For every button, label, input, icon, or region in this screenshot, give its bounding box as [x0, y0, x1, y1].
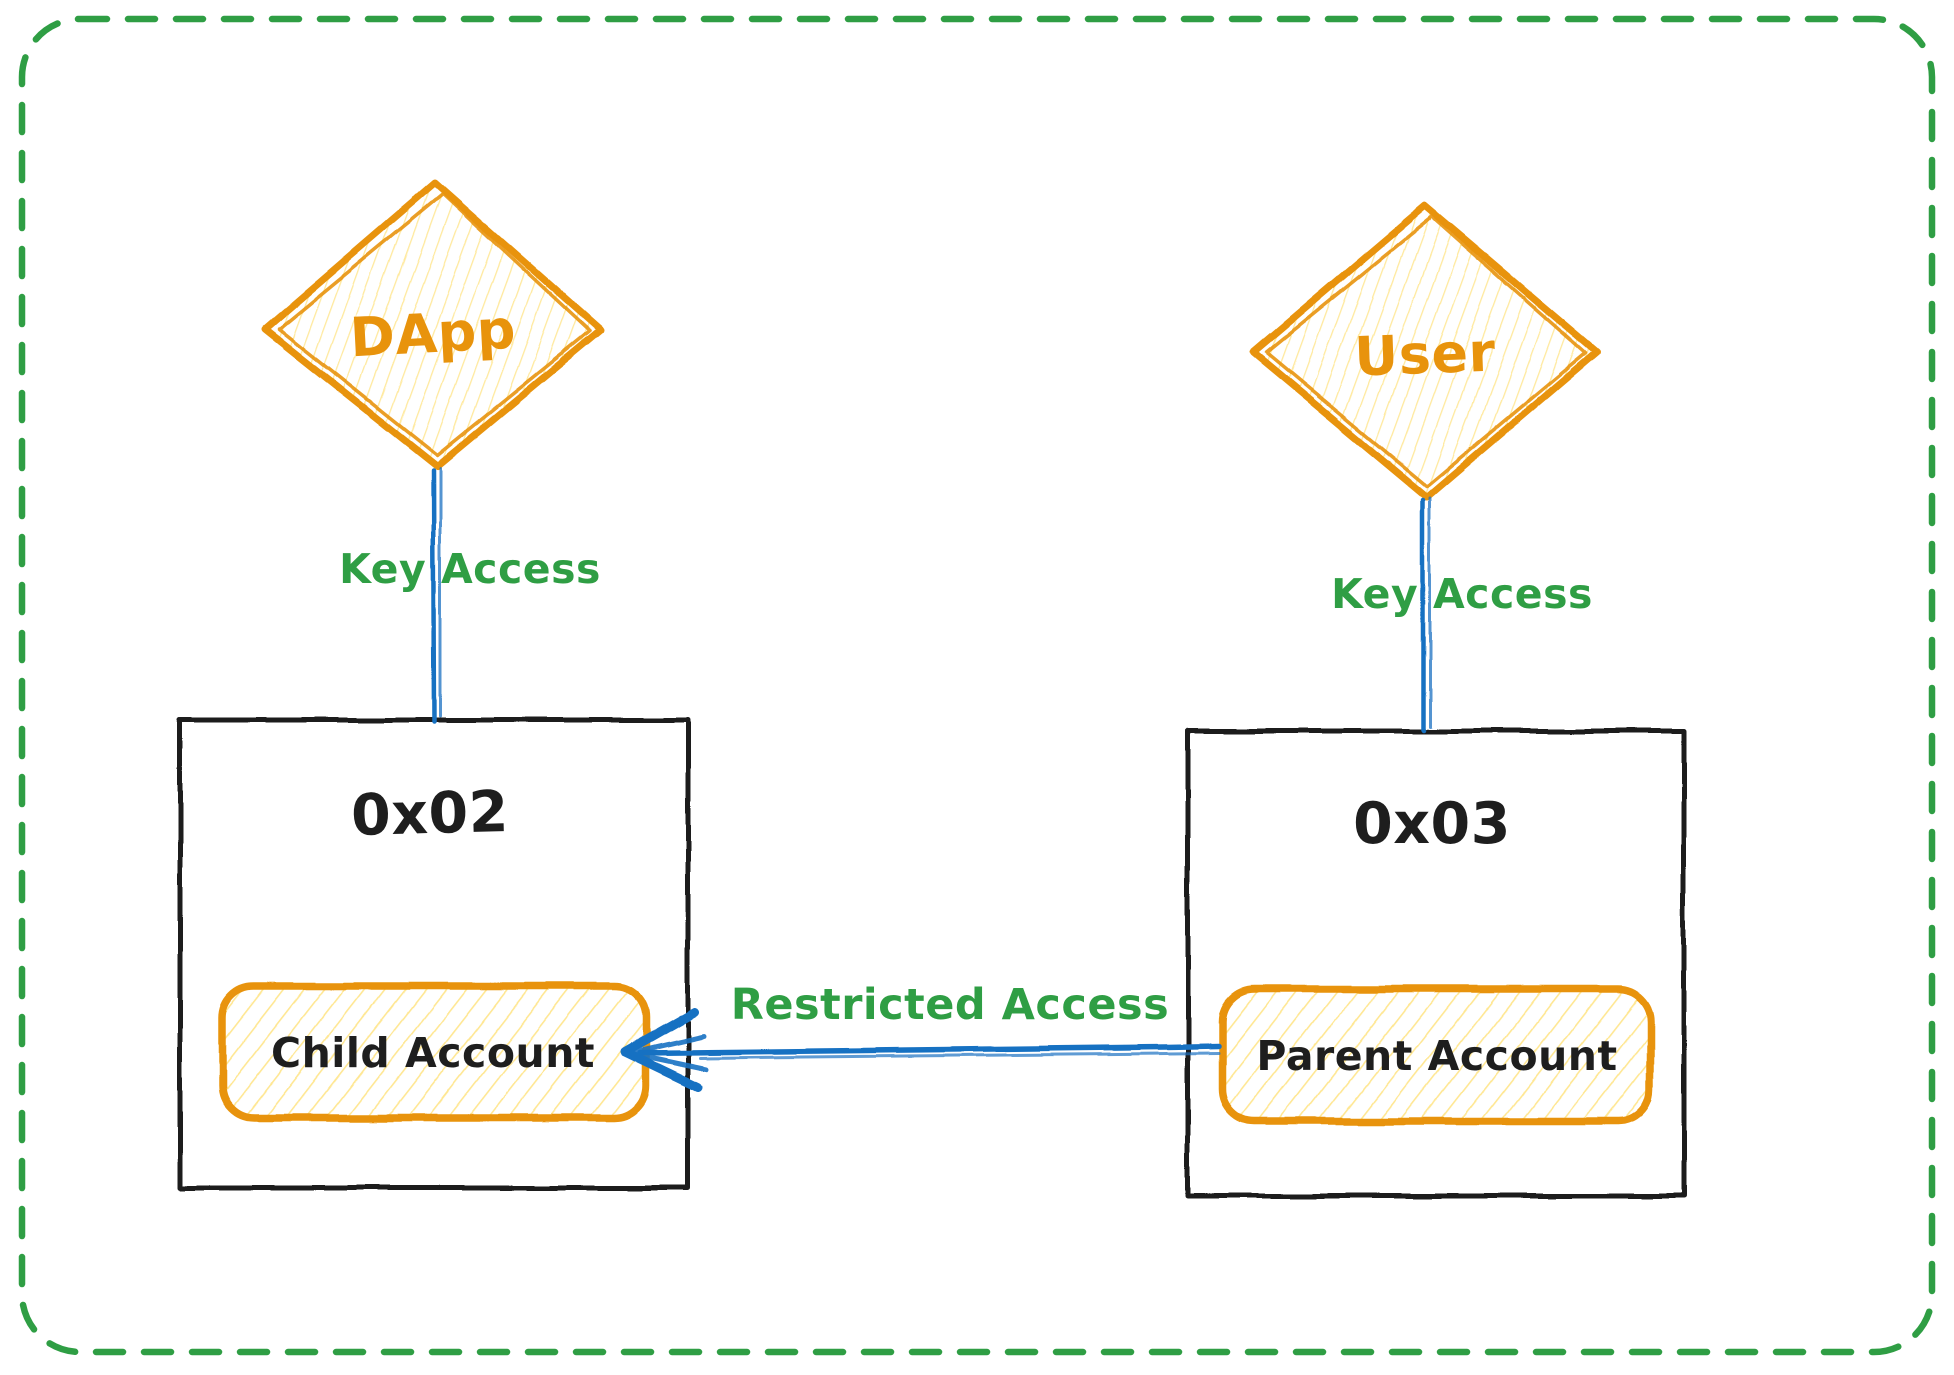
wallet-box-0x03 [1185, 728, 1687, 1199]
restricted-access-line [637, 1043, 1221, 1056]
dapp-diamond [261, 179, 605, 470]
restricted-access-arrowhead [620, 1007, 703, 1092]
parent-account-box [1218, 985, 1654, 1125]
restricted-access-label: Restricted Access [731, 980, 1169, 1030]
child-account-label: Child Account [271, 1029, 595, 1077]
wallet-0x03-label: 0x03 [1353, 791, 1511, 857]
wallet-0x02-label: 0x02 [350, 779, 509, 849]
restricted-access-arrowhead-2 [627, 1033, 709, 1072]
dapp-diamond-inner-stroke [277, 192, 592, 457]
dapp-key-access-label: Key Access [339, 545, 601, 593]
dapp-label: DApp [348, 298, 517, 370]
parent-account-label: Parent Account [1256, 1032, 1617, 1080]
restricted-access-line-2 [698, 1051, 1220, 1060]
dapp-key-access-line [430, 467, 437, 725]
outer-dashed-frame [18, 15, 1936, 1356]
user-label: User [1353, 321, 1496, 389]
user-key-access-label: Key Access [1331, 570, 1593, 618]
user-diamond-inner-stroke [1264, 215, 1588, 488]
user-diamond [1249, 202, 1601, 501]
